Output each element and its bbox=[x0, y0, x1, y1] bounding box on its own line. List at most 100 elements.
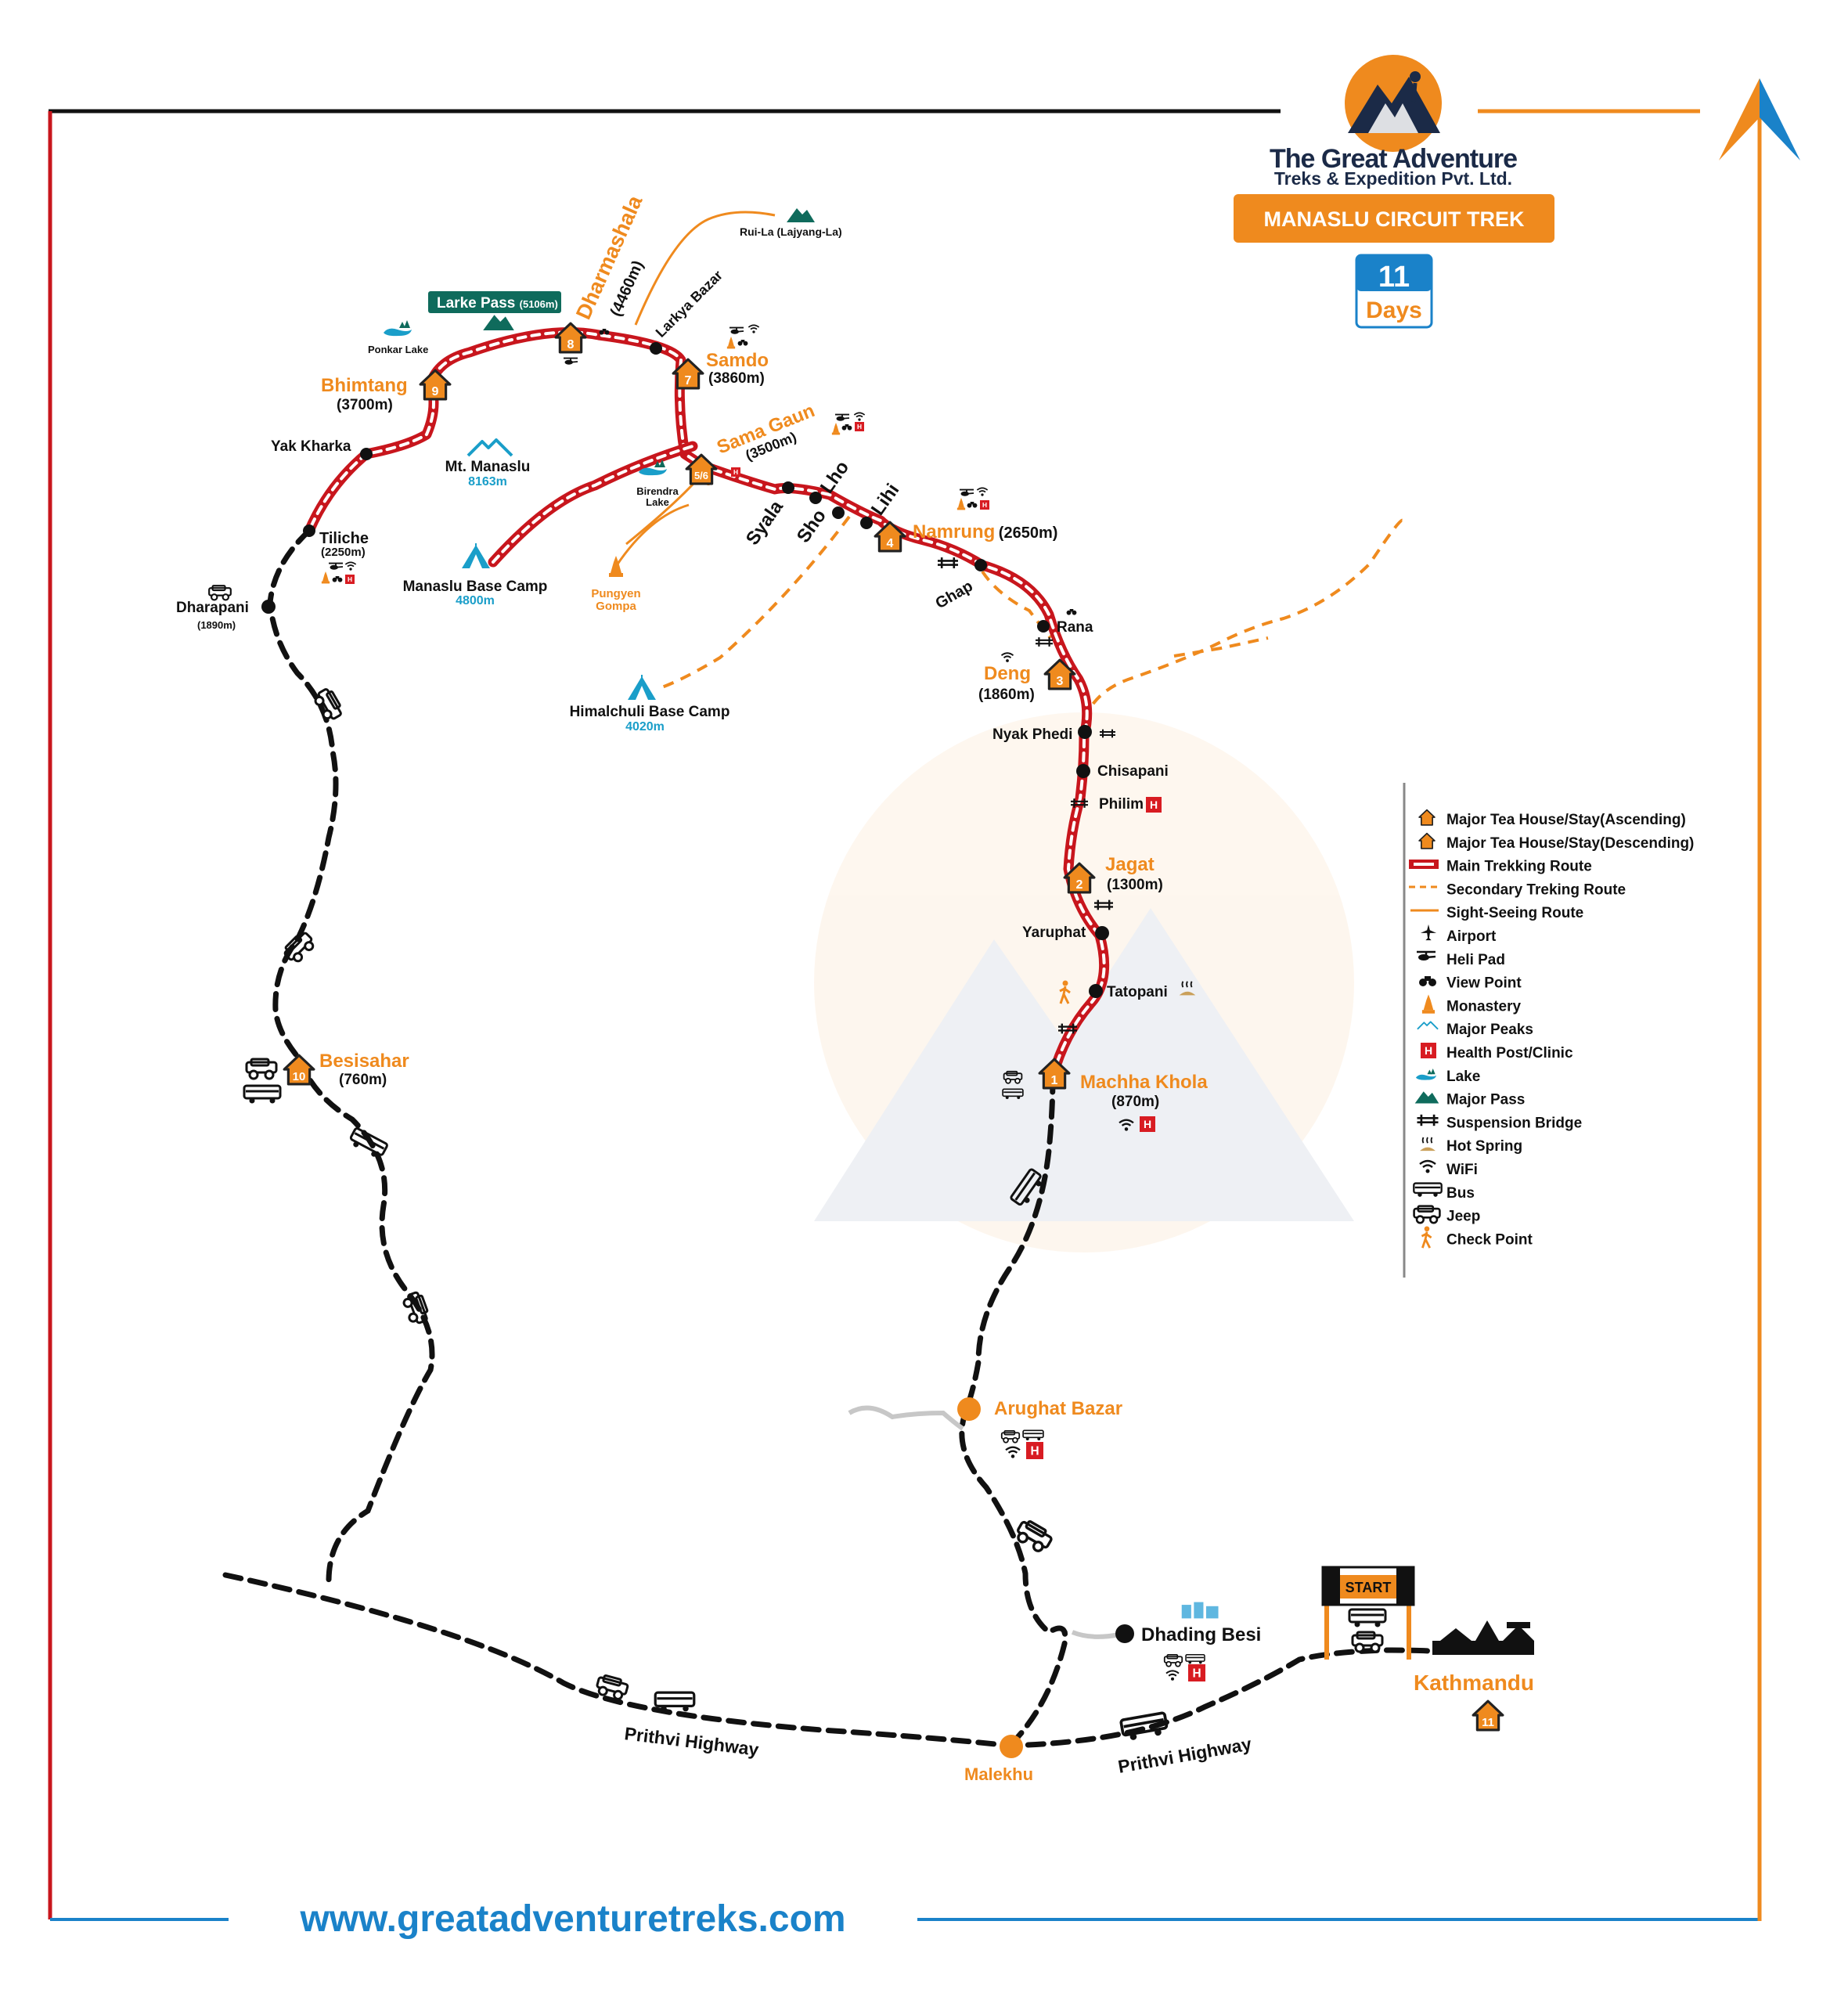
sho-label: Sho bbox=[793, 506, 830, 547]
yak-kharka-label: Yak Kharka bbox=[271, 438, 351, 455]
bhimtang-altitude: (3700m) bbox=[337, 397, 393, 413]
samdo-altitude: (3860m) bbox=[708, 370, 765, 387]
legend-label-hot-spring: Hot Spring bbox=[1446, 1138, 1522, 1155]
rui-la-pass-icon bbox=[787, 208, 815, 222]
larkya-bazar-label: Larkya Bazar bbox=[653, 267, 726, 340]
town-dots bbox=[957, 1397, 1023, 1758]
company-name-line2: Treks & Expedition Pvt. Ltd. bbox=[1274, 168, 1512, 189]
svg-text:11: 11 bbox=[1482, 1716, 1494, 1729]
svg-text:7: 7 bbox=[685, 374, 692, 387]
website-url: www.greatadventuretreks.com bbox=[299, 1898, 845, 1940]
besisahar-altitude: (760m) bbox=[339, 1072, 387, 1088]
village-dots bbox=[261, 342, 1134, 1643]
legend-label-pass: Major Pass bbox=[1446, 1092, 1525, 1108]
start-gate: START bbox=[1321, 1566, 1415, 1660]
start-label: START bbox=[1345, 1580, 1392, 1595]
days-badge: 11 Days bbox=[1355, 254, 1433, 329]
besisahar-label: Besisahar bbox=[319, 1051, 409, 1072]
sama-gaun-label: Sama Gaun (3500m) bbox=[714, 400, 818, 463]
tatopani-label: Tatopani bbox=[1107, 984, 1168, 1000]
legend-label-check-point: Check Point bbox=[1446, 1231, 1533, 1248]
mt-manaslu-label: Mt. Manaslu bbox=[445, 459, 531, 475]
legend-label-helipad: Heli Pad bbox=[1446, 952, 1505, 968]
dharmashala-label: Dharmashala (4460m) bbox=[571, 191, 647, 323]
kathmandu-skyline-icon bbox=[1432, 1620, 1534, 1655]
bhimtang-label: Bhimtang bbox=[321, 375, 408, 396]
kathmandu-label: Kathmandu bbox=[1414, 1671, 1534, 1695]
birendra-lake-label-1: Birendra bbox=[636, 485, 679, 497]
secondary-routes bbox=[657, 515, 1404, 721]
map-frame bbox=[48, 109, 1762, 1921]
teahouse-stop-7: 7 bbox=[672, 358, 704, 390]
himalchuli-base-camp-icon bbox=[627, 675, 657, 701]
svg-text:3: 3 bbox=[1057, 675, 1064, 688]
svg-text:10: 10 bbox=[293, 1070, 306, 1083]
prithvi-highway-label-west: Prithvi Highway bbox=[623, 1723, 760, 1760]
legend-label-peak: Major Peaks bbox=[1446, 1022, 1533, 1038]
teahouse-stop-8: 8 bbox=[554, 322, 587, 354]
teahouse-stop-11: 11 bbox=[1472, 1699, 1504, 1732]
teahouse-stop-3: 3 bbox=[1043, 658, 1076, 690]
mt-manaslu-peak-icon bbox=[467, 438, 513, 457]
jagat-altitude: (1300m) bbox=[1107, 877, 1163, 893]
company-logo bbox=[1345, 55, 1442, 152]
arughat-bazar-label: Arughat Bazar bbox=[994, 1398, 1122, 1419]
birendra-lake-label-2: Lake bbox=[646, 496, 669, 508]
tiliche-altitude: (2250m) bbox=[321, 546, 366, 559]
machha-khola-label: Machha Khola bbox=[1080, 1072, 1208, 1093]
legend: Major Tea House/Stay(Ascending) Major Tea… bbox=[1403, 783, 1694, 1278]
trek-title-banner bbox=[1234, 194, 1554, 243]
legend-label-viewpoint: View Point bbox=[1446, 975, 1522, 992]
svg-text:2: 2 bbox=[1076, 878, 1083, 892]
company-name-line1: The Great Adventure bbox=[1270, 144, 1517, 174]
teahouse-stop-1: 1 bbox=[1038, 1058, 1071, 1090]
legend-label-jeep: Jeep bbox=[1446, 1209, 1480, 1225]
himalchuli-base-camp-altitude: 4020m bbox=[625, 720, 665, 733]
ponkar-lake-icon bbox=[384, 320, 412, 337]
dhading-besi-label: Dhading Besi bbox=[1141, 1624, 1261, 1645]
samdo-label: Samdo bbox=[706, 350, 769, 371]
teahouse-stop-2: 2 bbox=[1063, 862, 1096, 894]
syala-label: Syala bbox=[742, 496, 787, 549]
legend-label-main-route: Main Trekking Route bbox=[1446, 859, 1592, 875]
rana-label: Rana bbox=[1057, 619, 1093, 636]
deng-altitude: (1860m) bbox=[978, 687, 1035, 703]
trek-title: MANASLU CIRCUIT TREK bbox=[1264, 207, 1525, 231]
legend-label-teahouse-ascending: Major Tea House/Stay(Ascending) bbox=[1446, 812, 1686, 828]
mt-manaslu-altitude: 8163m bbox=[468, 475, 507, 488]
machha-khola-altitude: (870m) bbox=[1111, 1094, 1159, 1110]
watermark-logo bbox=[814, 712, 1354, 1252]
deng-label: Deng bbox=[984, 663, 1031, 684]
legend-label-bus: Bus bbox=[1446, 1185, 1475, 1202]
days-label: Days bbox=[1366, 297, 1422, 323]
svg-text:8: 8 bbox=[567, 338, 575, 351]
larke-pass-icon bbox=[483, 315, 514, 330]
tiliche-label: Tiliche bbox=[319, 530, 369, 547]
pungyen-gompa-label-2: Gompa bbox=[596, 600, 636, 613]
svg-text:1: 1 bbox=[1051, 1074, 1058, 1087]
rui-la-label: Rui-La (Lajyang-La) bbox=[740, 225, 842, 238]
ponkar-lake-label: Ponkar Lake bbox=[368, 344, 428, 355]
larke-pass-label: Larke Pass (5106m) bbox=[437, 295, 558, 312]
svg-text:9: 9 bbox=[432, 385, 439, 398]
manaslu-base-camp-label: Manaslu Base Camp bbox=[403, 578, 548, 595]
pungyen-gompa-label-1: Pungyen bbox=[591, 587, 640, 600]
legend-label-monastery: Monastery bbox=[1446, 998, 1521, 1015]
legend-label-bridge: Suspension Bridge bbox=[1446, 1115, 1582, 1131]
legend-label-sightseeing-route: Sight-Seeing Route bbox=[1446, 905, 1583, 921]
svg-text:Dharmashala: Dharmashala bbox=[571, 191, 647, 323]
legend-label-secondary-route: Secondary Treking Route bbox=[1446, 881, 1626, 898]
manaslu-base-camp-altitude: 4800m bbox=[456, 594, 495, 607]
north-arrow-icon bbox=[1719, 78, 1800, 160]
days-number: 11 bbox=[1378, 261, 1410, 294]
jagat-label: Jagat bbox=[1105, 854, 1155, 875]
teahouse-stop-10: 10 bbox=[283, 1054, 315, 1086]
philim-label: Philim bbox=[1099, 796, 1144, 813]
legend-label-teahouse-descending: Major Tea House/Stay(Descending) bbox=[1446, 835, 1694, 852]
svg-text:4: 4 bbox=[887, 537, 894, 550]
teahouse-stop-5-6: 5/6 bbox=[685, 453, 718, 485]
teahouse-stop-9: 9 bbox=[419, 369, 452, 401]
chisapani-label: Chisapani bbox=[1097, 763, 1169, 780]
malekhu-label: Malekhu bbox=[964, 1764, 1033, 1784]
larke-pass-tag bbox=[428, 291, 561, 313]
